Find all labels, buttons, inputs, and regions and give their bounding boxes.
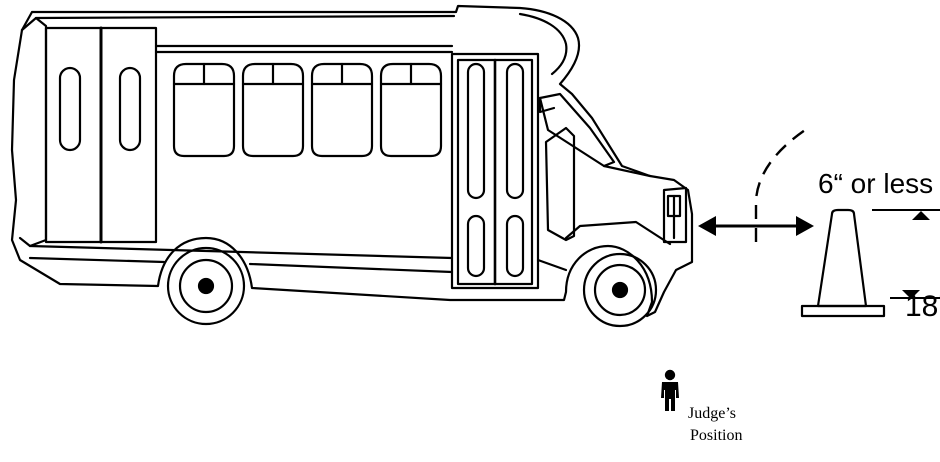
traffic-cone <box>802 210 884 316</box>
rear-door-window-left <box>60 68 80 150</box>
distance-arrow-right-head <box>796 216 814 236</box>
cone-body <box>818 210 866 306</box>
rear-wheel-hub <box>199 279 213 293</box>
front-door-window-upper-right <box>507 64 523 198</box>
distance-label: 18' <box>905 290 940 323</box>
front-door-window-lower-left <box>468 216 484 276</box>
front-door-window-lower-right <box>507 216 523 276</box>
person-body <box>661 382 679 411</box>
bus-rear-cap <box>20 18 46 246</box>
front-wheel <box>584 254 656 326</box>
cab-step <box>538 260 566 270</box>
cone-base <box>802 306 884 316</box>
bus-roof-line <box>36 14 566 74</box>
windshield <box>540 94 614 166</box>
bus-skirt-line-3 <box>250 264 452 272</box>
gap-label: 6“ or less <box>818 168 933 199</box>
distance-arrow-left-head <box>698 216 716 236</box>
person-icon <box>661 370 679 411</box>
judge-label-line1: Judge’s <box>688 405 736 422</box>
rear-wheel <box>168 248 244 324</box>
gap-marker-triangle <box>912 211 930 220</box>
side-windows <box>174 64 441 156</box>
front-wheel-hub <box>613 283 627 297</box>
front-fender <box>566 222 670 244</box>
front-door-window-upper-left <box>468 64 484 198</box>
judge-label-line2: Position <box>690 427 742 444</box>
person-head <box>665 370 675 380</box>
bus-skirt-line-2 <box>30 258 164 262</box>
gap-marker <box>872 210 940 220</box>
rear-door-window-right <box>120 68 140 150</box>
